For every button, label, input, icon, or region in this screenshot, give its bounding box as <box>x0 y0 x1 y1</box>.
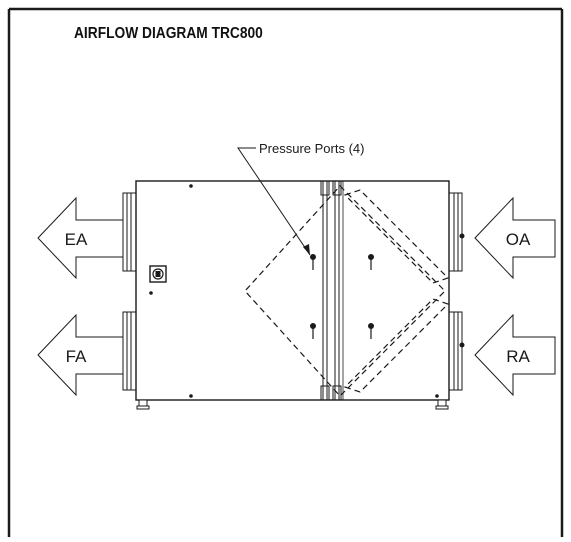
electrical-box <box>149 265 167 283</box>
right-collars <box>448 192 465 391</box>
ra-arrow: RA <box>474 313 556 397</box>
oa-arrow-label: OA <box>506 230 531 249</box>
diagram-title: AIRFLOW DIAGRAM TRC800 <box>74 25 263 42</box>
oa-arrow: OA <box>474 196 556 280</box>
pressure-ports <box>310 254 374 339</box>
fa-arrow: FA <box>37 313 124 397</box>
fa-arrow-label: FA <box>66 347 87 366</box>
pressure-ports-callout: Pressure Ports (4) <box>259 141 364 156</box>
unit-cabinet <box>135 180 450 401</box>
unit-feet <box>136 399 449 410</box>
ea-arrow: EA <box>37 196 124 280</box>
left-collars <box>122 192 137 391</box>
heat-recovery-core <box>244 185 450 397</box>
ea-arrow-label: EA <box>65 230 88 249</box>
callout-leader <box>237 147 311 256</box>
page-border <box>7 7 564 537</box>
ra-arrow-label: RA <box>506 347 530 366</box>
